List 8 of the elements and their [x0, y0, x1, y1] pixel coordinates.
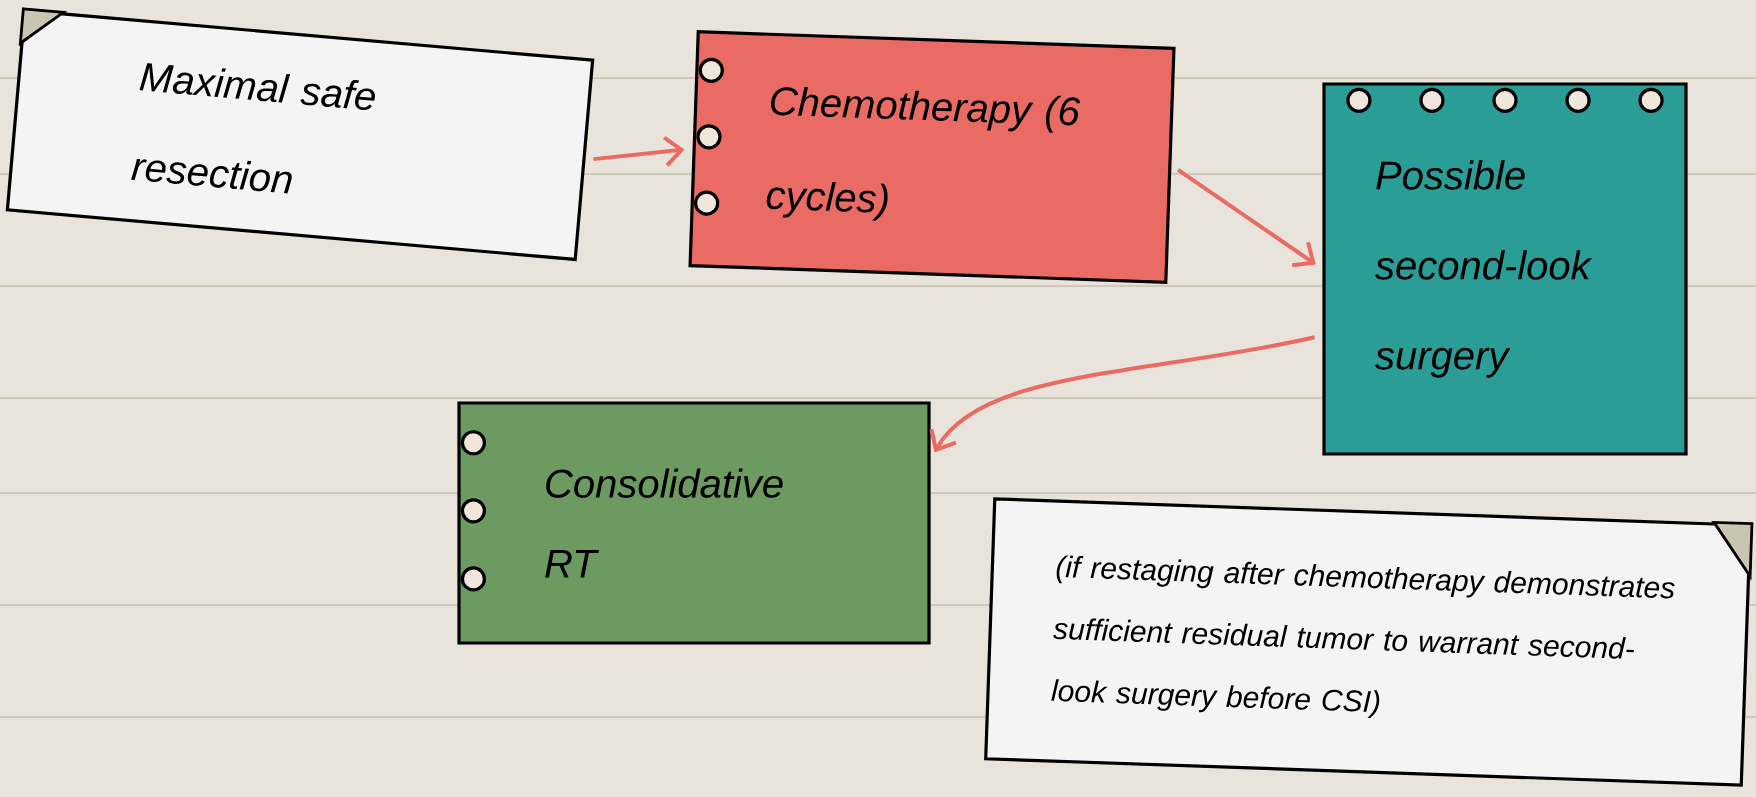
note-card: Maximal safe resection — [5, 7, 595, 262]
arrow — [1176, 168, 1316, 268]
note-card: (if restaging after chemotherapy demonstrates sufficient residual tumor to warrant second-look surgery before CSI) — [984, 497, 1754, 787]
arrow — [929, 335, 1315, 453]
arrow — [593, 135, 685, 167]
notebook-card: Consolidative RT — [457, 401, 931, 645]
notebook-card: Possible second-look surgery — [1322, 82, 1688, 456]
notebook-card: Chemotherapy (6 cycles) — [688, 30, 1176, 284]
